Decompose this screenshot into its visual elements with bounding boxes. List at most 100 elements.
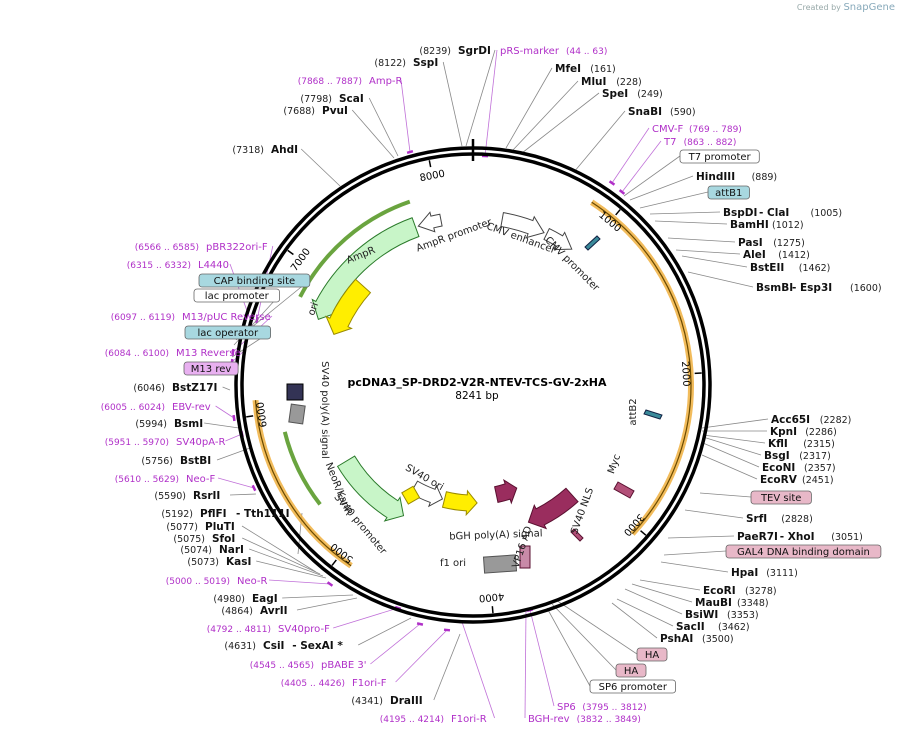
label-hindiii-name: HindIII: [696, 171, 735, 183]
label-ecorv-leader: [701, 454, 758, 480]
label-ha-box-bg: [636, 647, 668, 662]
label-sfoi-position: (5075): [173, 534, 205, 545]
tick-mark: [246, 415, 254, 418]
label-paer7i-position: (3051): [831, 532, 863, 543]
label-pasi-leader: [667, 237, 736, 243]
label-acc65i-name: Acc65I: [771, 414, 810, 426]
label-pvui-leader: [351, 109, 395, 159]
tick-label: 4000: [478, 590, 504, 603]
label-scai-name: ScaI: [339, 93, 364, 105]
label-l4440-name: L4440: [198, 260, 229, 271]
label-sfoi-name: SfoI: [212, 533, 235, 545]
label-avrii-leader: [296, 597, 358, 611]
label-lac-promoter-box-bg: [193, 288, 280, 303]
label-cmv-f-primer-mark: [608, 180, 616, 186]
label-attb1-leader: [639, 191, 709, 209]
label-bsmi-position: (5994): [135, 419, 167, 430]
label-spei-position: (249): [637, 89, 663, 100]
label-sv40pro-f-position: (4792 .. 4811): [207, 625, 271, 635]
label-pluti-position: (5077): [166, 522, 198, 533]
label-bamhi-leader: [654, 220, 728, 225]
label-lac-promoter-box: lac promoter: [193, 288, 280, 303]
label-cap-binding-site-box-bg: [198, 273, 311, 288]
label-f1ori-r-position: (4195 .. 4214): [380, 715, 444, 725]
label-amp-r-leader: [400, 79, 411, 153]
label-avrii-position: (4864): [221, 606, 253, 617]
label-ecorv-name: EcoRV: [760, 474, 798, 486]
label-f1ori-r-name: F1ori-R: [451, 714, 487, 725]
label-sp6-position: (3795 .. 3812): [582, 703, 646, 713]
label-hindiii-position: (889): [752, 172, 778, 183]
label-sv40pa-r-name: SV40pA-R: [176, 437, 225, 448]
label-pvui-position: (7688): [283, 106, 315, 117]
label-pluti-leader: [241, 525, 317, 573]
label-amp-r-position: (7868 .. 7887): [298, 77, 362, 87]
label-scai-leader: [368, 97, 399, 157]
label-eagi-name: EagI: [252, 593, 278, 605]
label-neo-r-primer-mark: [326, 581, 334, 587]
label-ha-leader: [551, 603, 617, 671]
label-neo-r-leader: [268, 579, 331, 585]
tick-label: 2000: [679, 361, 691, 387]
label-ha-box: HA: [615, 663, 647, 678]
lac-cluster-feature: [286, 383, 304, 401]
label-tev-site-leader: [699, 492, 752, 498]
feature-label-ori: ori: [306, 301, 321, 317]
label-attb1-box-text: attB1: [715, 188, 742, 199]
feature-label-sv40-poly-a-signal: SV40 poly(A) signal: [319, 361, 330, 459]
label-scai-position: (7798): [300, 94, 332, 105]
label-sgrdi-leader: [465, 49, 496, 147]
label-gal4-dna-binding-domain-box: GAL4 DNA binding domain: [725, 544, 882, 559]
tick-mark: [331, 559, 337, 566]
label-sacii-name: SacII: [676, 621, 705, 633]
feature-label-attb2: attB2: [628, 398, 639, 425]
label-mfei-leader: [505, 67, 553, 149]
label-m13-rev-box: M13 rev: [183, 361, 239, 376]
bgh-polya-feature: [482, 554, 518, 574]
label-bsteii-leader: [681, 255, 748, 268]
label-bspdi-name2: - ClaI: [759, 207, 789, 219]
label-pbabe-3-primer-mark: [416, 622, 424, 626]
label-csii-name: CsiI: [263, 640, 284, 652]
label-csii-position: (4631): [224, 641, 256, 652]
label-bstz17i-leader: [222, 386, 231, 391]
label-snabi-position: (590): [670, 107, 696, 118]
label-kpni-position: (2286): [805, 427, 837, 438]
label-csii-leader: [358, 617, 412, 646]
feature-label-f1-ori: f1 ori: [440, 558, 466, 569]
label-lac-promoter-box-text: lac promoter: [205, 291, 270, 302]
label-prs-marker-position: (44 .. 63): [566, 47, 607, 57]
label-mlui-leader: [512, 80, 579, 151]
ha-feature: [519, 545, 531, 569]
label-lac-operator-box-text: lac operator: [198, 328, 259, 339]
label-ecorv-position: (2451): [802, 475, 834, 486]
label-sp6-promoter-leader: [546, 607, 591, 687]
label-neo-f-leader: [217, 477, 255, 489]
label-prs-marker-leader: [484, 49, 498, 157]
label-bsiwi-position: (3353): [727, 610, 759, 621]
feature-label-bgh-poly-a-signal: bGH poly(A) signal: [449, 528, 543, 542]
label-attb1-box: attB1: [707, 185, 750, 200]
label-bspdi-name: BspDI: [723, 207, 757, 219]
label-cmv-f-leader: [611, 127, 650, 184]
label-ebv-rev-position: (6005 .. 6024): [101, 403, 165, 413]
ori-arrow: [325, 278, 372, 336]
label-pflfi-position: (5192): [161, 509, 193, 520]
label-bsmbi-leader: [687, 271, 754, 288]
label-nari-name: NarI: [219, 544, 244, 556]
label-hpai-leader: [660, 561, 729, 573]
myc-feature: [613, 481, 635, 499]
orange-region-right-core: [591, 201, 692, 535]
sv40-polya-feature: [288, 403, 306, 425]
label-hindiii-leader: [629, 175, 694, 201]
label-pbabe-3-position: (4545 .. 4565): [250, 661, 314, 671]
label-pshai-position: (3500): [702, 634, 734, 645]
label-ha-box-text: HA: [645, 650, 660, 661]
label-bstbi-position: (5756): [141, 456, 173, 467]
label-sacii-leader: [616, 598, 674, 627]
orange-region-right: [590, 199, 694, 536]
label-hpai-position: (3111): [766, 568, 798, 579]
label-sspi-position: (8122): [374, 58, 406, 69]
label-m13-puc-reverse-name: M13/pUC Reverse: [182, 312, 271, 323]
small-features: [286, 235, 663, 574]
